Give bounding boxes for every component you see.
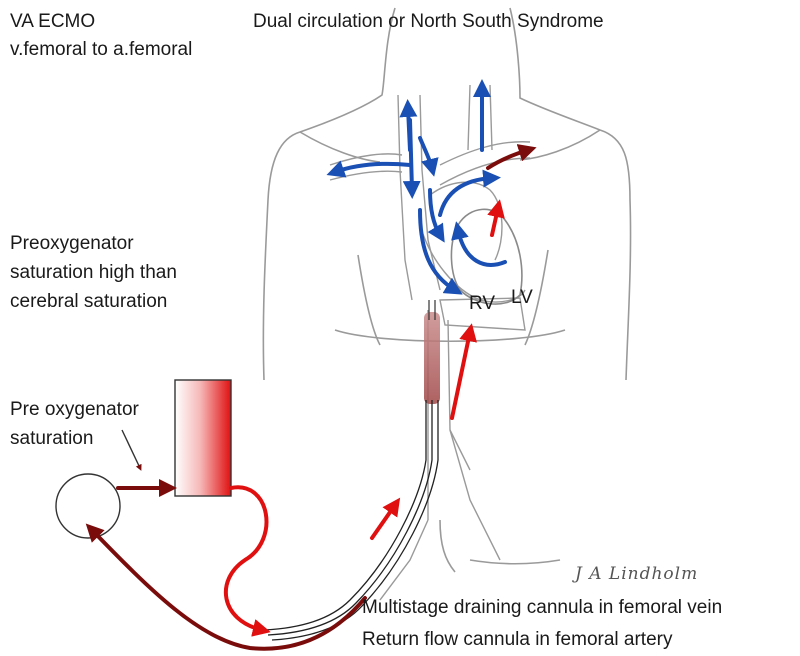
note-line3: cerebral saturation: [10, 288, 167, 316]
oxygenator: [175, 380, 231, 496]
drainage-cannula-tip: [424, 312, 440, 404]
author-signature: J A Lindholm: [575, 564, 698, 584]
mode-label-line2: v.femoral to a.femoral: [10, 36, 192, 64]
drainage-cannula-label: Multistage draining cannula in femoral v…: [362, 594, 722, 622]
return-cannula-label: Return flow cannula in femoral artery: [362, 626, 672, 654]
lv-label: LV: [511, 287, 533, 309]
venous-drainage-line: [92, 530, 365, 649]
rv-label: RV: [469, 293, 495, 315]
diagram-title: Dual circulation or North South Syndrome: [253, 8, 604, 36]
note-line1: Preoxygenator: [10, 230, 134, 258]
mode-label-line1: VA ECMO: [10, 8, 95, 36]
pre-oxygenator-label-line2: saturation: [10, 425, 93, 453]
oxygenated-return-line: [226, 487, 267, 630]
body-outline: [263, 8, 630, 572]
pre-oxygenator-label-line1: Pre oxygenator: [10, 396, 139, 424]
pre-oxygenator-pointer: [122, 430, 140, 468]
pump: [56, 474, 120, 538]
note-line2: saturation high than: [10, 259, 177, 287]
